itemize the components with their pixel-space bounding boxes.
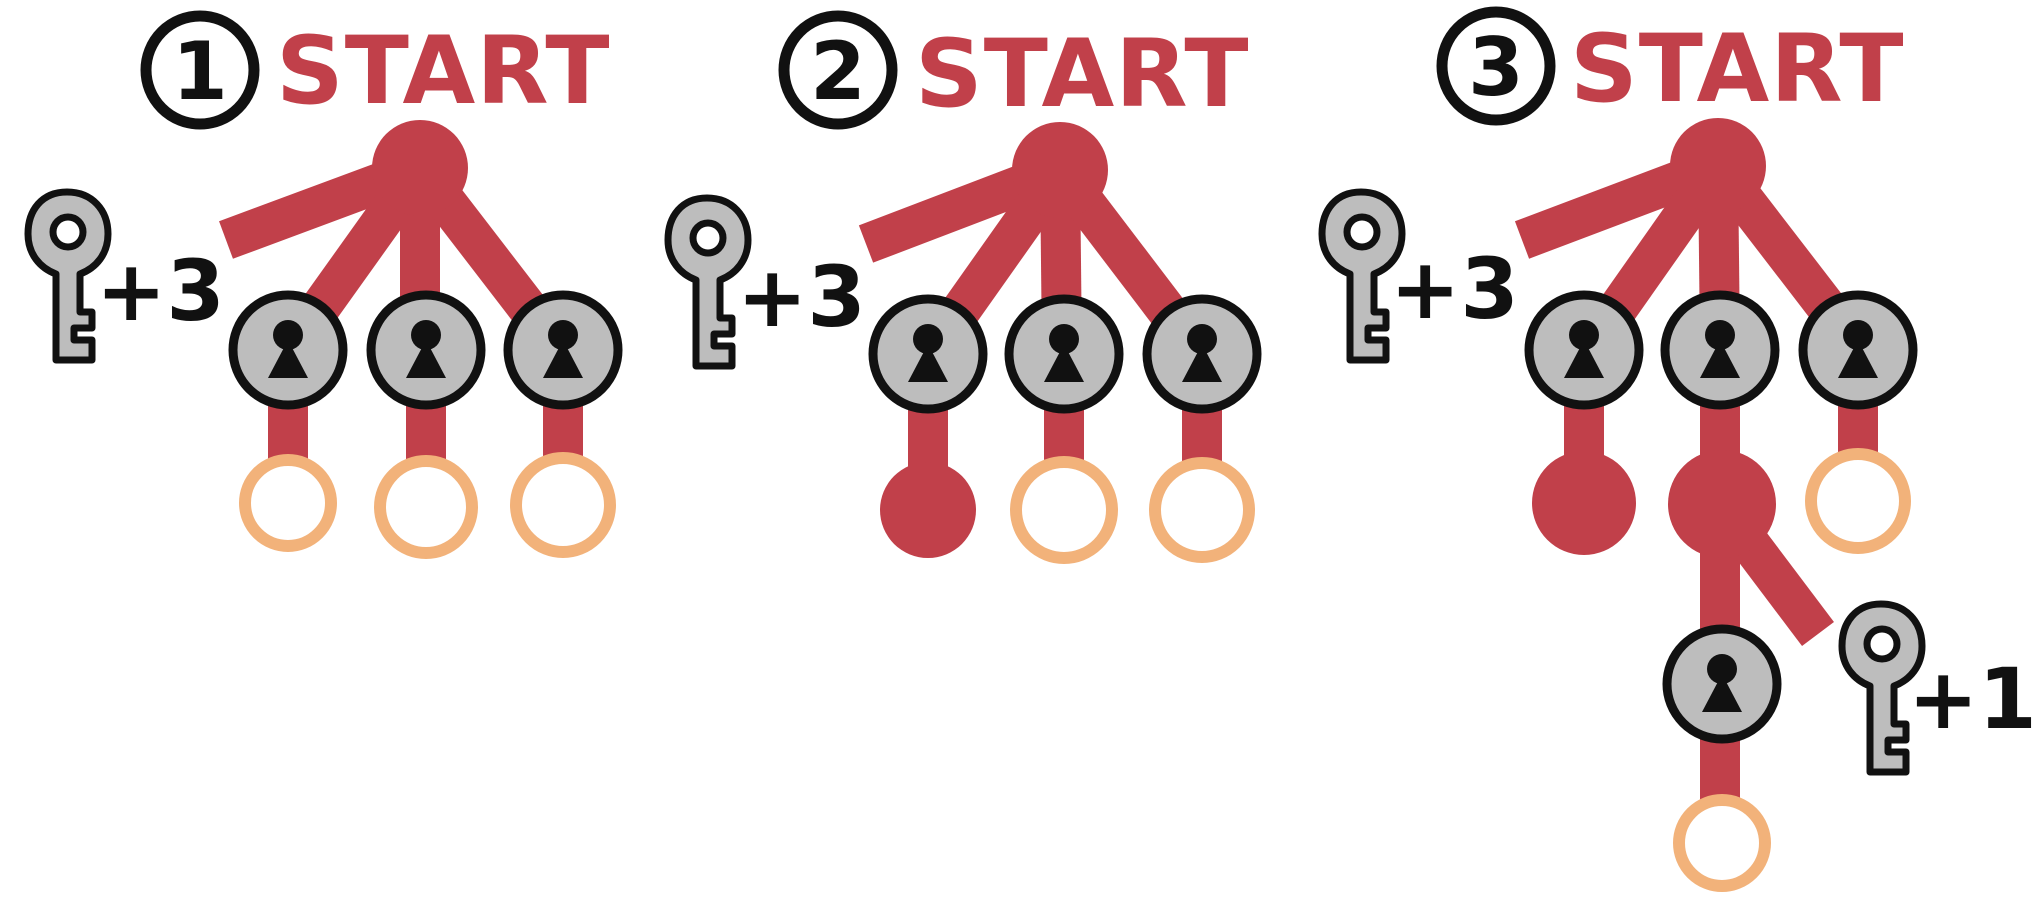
keyhole-lock-icon	[1803, 295, 1913, 405]
step-number: 3	[1468, 21, 1524, 114]
unopened-node	[239, 454, 337, 552]
opened-node	[880, 462, 976, 558]
keyhole-lock-icon	[508, 295, 618, 405]
key-reward: +3	[28, 192, 225, 360]
panel-1: 1 START +3	[28, 10, 618, 559]
unopened-node	[510, 452, 616, 558]
key-reward: +3	[1322, 192, 1519, 360]
keyhole-lock-icon	[1667, 629, 1777, 739]
start-label: START	[915, 20, 1250, 129]
key-count-label: +3	[1390, 240, 1519, 338]
step-3-badge: 3	[1436, 6, 1556, 126]
step-number: 2	[810, 25, 866, 118]
keyhole-lock-icon	[1009, 299, 1119, 409]
unopened-node	[1805, 448, 1911, 554]
start-label: START	[1570, 15, 1905, 124]
key-count-label: +1	[1908, 650, 2037, 748]
step-2-badge: 2	[778, 10, 898, 130]
keyhole-lock-icon	[1147, 299, 1257, 409]
key-count-label: +3	[737, 248, 866, 346]
opened-node	[1532, 451, 1636, 555]
start-node	[1670, 118, 1766, 214]
key-reward: +3	[668, 198, 866, 366]
key-reward: +1	[1842, 604, 2037, 772]
opened-node	[1668, 450, 1776, 558]
panel-2: 2 START +3	[668, 10, 1257, 564]
key-icon	[668, 198, 748, 366]
unopened-node	[374, 455, 478, 559]
start-node	[1012, 122, 1108, 218]
unopened-node	[1149, 457, 1255, 563]
keyhole-lock-icon	[873, 299, 983, 409]
keyhole-lock-icon	[233, 295, 343, 405]
panel-3: 3 START +3 +1	[1322, 6, 2037, 892]
unopened-node	[1673, 794, 1771, 892]
keyhole-lock-icon	[1665, 295, 1775, 405]
start-label: START	[276, 17, 611, 126]
step-1-badge: 1	[140, 10, 260, 130]
step-number: 1	[172, 25, 228, 118]
unopened-node	[1010, 456, 1118, 564]
keyhole-lock-icon	[1529, 295, 1639, 405]
keyhole-lock-icon	[371, 295, 481, 405]
key-count-label: +3	[96, 242, 225, 340]
start-node	[372, 120, 468, 216]
